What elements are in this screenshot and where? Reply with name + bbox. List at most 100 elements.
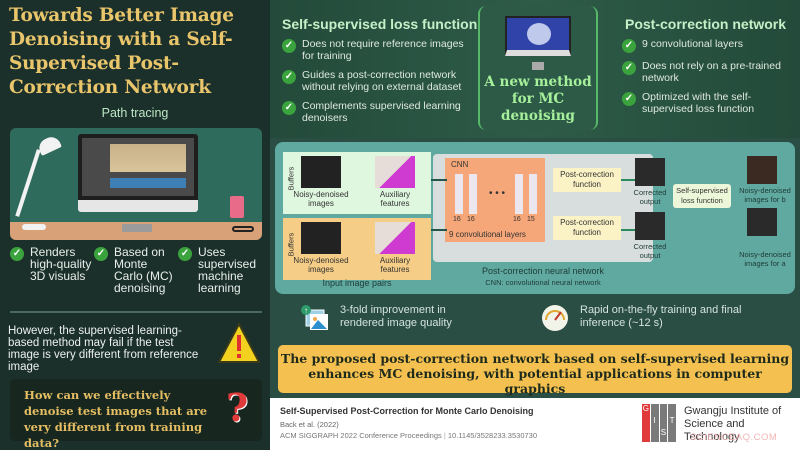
- post-correction-network: CNN • • • 16 16 16 15 9 convolutional la…: [433, 154, 653, 276]
- post-correction-function-box: Post-correction function: [553, 216, 621, 240]
- bullet-text: Guides a post-correction network without…: [302, 69, 462, 93]
- check-icon: ✓: [10, 247, 24, 261]
- check-icon: ✓: [282, 39, 296, 53]
- auxiliary-thumbnail: [375, 156, 415, 188]
- input-pairs-label: Input image pairs: [322, 278, 392, 288]
- layer-size: 16: [467, 216, 475, 223]
- check-icon: ✓: [622, 61, 636, 75]
- bullet-item: ✓ Guides a post-correction network withou…: [282, 69, 472, 93]
- monitor-stand: [532, 62, 544, 70]
- highlight-speed: Rapid on-the-fly training and final infe…: [540, 304, 780, 332]
- logo-letter: S: [659, 404, 668, 442]
- check-icon: ✓: [622, 92, 636, 106]
- post-correction-function-box: Post-correction function: [553, 168, 621, 192]
- layer-size: 15: [527, 216, 535, 223]
- question-mark-icon: ?: [226, 385, 249, 430]
- conv-layers-label: 9 convolutional layers: [449, 230, 526, 239]
- buffer-label: Buffers: [286, 166, 296, 191]
- render-timeline: [110, 178, 186, 188]
- paper-venue: ACM SIGGRAPH 2022 Conference Proceedings…: [280, 431, 538, 440]
- logo-letter: T: [668, 404, 676, 442]
- noisy-image-thumbnail: [301, 222, 341, 254]
- bullet-text: Complements supervised learning denoiser…: [302, 100, 461, 124]
- highlight-text: Rapid on-the-fly training and final infe…: [580, 304, 742, 329]
- cnn-label: CNN: [451, 160, 469, 169]
- glasses-icon: [232, 226, 254, 232]
- feature-item: ✓ Based on Monte Carlo (MC) denoising: [94, 246, 178, 294]
- arrow-right-icon: [621, 229, 637, 231]
- loss-bullets: ✓ Does not require reference images for t…: [282, 38, 472, 131]
- bullet-text: Optimized with the self-supervised loss …: [642, 91, 755, 115]
- highlight-text: 3-fold improvement in rendered image qua…: [340, 304, 452, 329]
- question-box: How can we effectively denoise test imag…: [10, 379, 262, 450]
- watermark: SCIENCEAQ.COM: [690, 432, 778, 443]
- warning-text: However, the supervised learning-based m…: [8, 325, 199, 373]
- layer-size: 16: [513, 216, 521, 223]
- arrow-right-icon: [621, 179, 637, 181]
- bullet-text: Does not rely on a pre-trained network: [642, 60, 781, 84]
- conv-layer: [469, 174, 477, 214]
- check-icon: ✓: [94, 247, 108, 261]
- gist-logo: G I S T: [642, 404, 676, 442]
- lamp-head-icon: [36, 134, 62, 156]
- corrected-output-thumbnail: [635, 212, 665, 240]
- paper-title: Self-Supervised Post-Correction for Mont…: [280, 406, 534, 416]
- new-method-box: A new method for MC denoising: [478, 6, 598, 130]
- feature-text: Uses supervised machine learning: [198, 245, 257, 295]
- paper-authors: Back et al. (2022): [280, 420, 339, 429]
- path-tracing-label: Path tracing: [101, 106, 169, 120]
- question-text: How can we effectively denoise test imag…: [24, 388, 208, 450]
- brain-icon: [527, 23, 551, 45]
- feature-text: Based on Monte Carlo (MC) denoising: [114, 245, 173, 295]
- monitor-stand: [122, 224, 152, 232]
- svg-text:↑: ↑: [304, 306, 308, 315]
- caption: Corrected output: [633, 242, 667, 260]
- institution-name: Gwangju Institute of Science and Technol…: [684, 405, 782, 443]
- lamp-base-icon: [22, 224, 46, 230]
- left-panel: Towards Better Image Denoising with a Se…: [0, 0, 270, 450]
- architecture-diagram: Buffers Noisy-denoised images Auxiliary …: [275, 142, 795, 294]
- caption: Noisy-denoised images for b: [739, 186, 791, 204]
- caption: Noisy-denoised images: [293, 256, 349, 274]
- main-title: Towards Better Image Denoising with a Se…: [9, 5, 234, 98]
- network-bullets: ✓9 convolutional layers ✓Does not rely o…: [622, 38, 792, 122]
- check-icon: ✓: [622, 39, 636, 53]
- right-panel: Self-supervised loss function ✓ Does not …: [270, 0, 800, 450]
- cnn-block: CNN • • • 16 16 16 15 9 convolutional la…: [445, 158, 545, 242]
- conv-layer: [529, 174, 537, 214]
- rendered-scene: [110, 144, 186, 172]
- connector: [431, 229, 447, 231]
- noisy-image-thumbnail: [747, 208, 777, 236]
- bullet-item: ✓ Complements supervised learning denoise…: [282, 100, 472, 124]
- new-method-text: A new method for MC denoising: [484, 74, 592, 124]
- divider: [10, 311, 262, 313]
- bullet-text: Does not require reference images for tr…: [302, 38, 464, 62]
- logo-letter: G: [642, 404, 650, 442]
- check-icon: ✓: [282, 101, 296, 115]
- loss-function-box: Self-supervised loss function: [673, 184, 731, 208]
- noisy-image-thumbnail: [747, 156, 777, 184]
- connector: [431, 179, 447, 181]
- check-icon: ✓: [282, 70, 296, 84]
- doi-link[interactable]: 10.1145/3528233.3530730: [447, 431, 538, 440]
- feature-text: Renders high-quality 3D visuals: [30, 245, 92, 283]
- bullet-item: ✓ Optimized with the self-supervised loss…: [622, 91, 792, 115]
- ellipsis: • • •: [489, 188, 506, 199]
- top-section: Self-supervised loss function ✓ Does not …: [270, 0, 800, 138]
- conclusion-banner: The proposed post-correction network bas…: [278, 345, 792, 396]
- desk-lamp-icon: [15, 149, 41, 217]
- noisy-image-thumbnail: [301, 156, 341, 188]
- pcn-label: Post-correction neural network: [481, 266, 605, 276]
- bullet-item: ✓ Does not require reference images for t…: [282, 38, 472, 62]
- feature-list: ✓ Renders high-quality 3D visuals ✓ Base…: [10, 246, 262, 294]
- caption: Auxiliary features: [379, 190, 411, 208]
- highlight-quality: ↑ 3-fold improvement in rendered image q…: [300, 304, 490, 332]
- monitor-screen: [82, 138, 194, 196]
- speedometer-icon: [542, 305, 568, 331]
- logo-letter: I: [650, 404, 659, 442]
- caption: Noisy-denoised images for a: [739, 250, 791, 268]
- warning-triangle-icon: [217, 322, 261, 363]
- layer-size: 16: [453, 216, 461, 223]
- loss-section-title: Self-supervised loss function: [282, 16, 478, 32]
- caption: Corrected output: [633, 188, 667, 206]
